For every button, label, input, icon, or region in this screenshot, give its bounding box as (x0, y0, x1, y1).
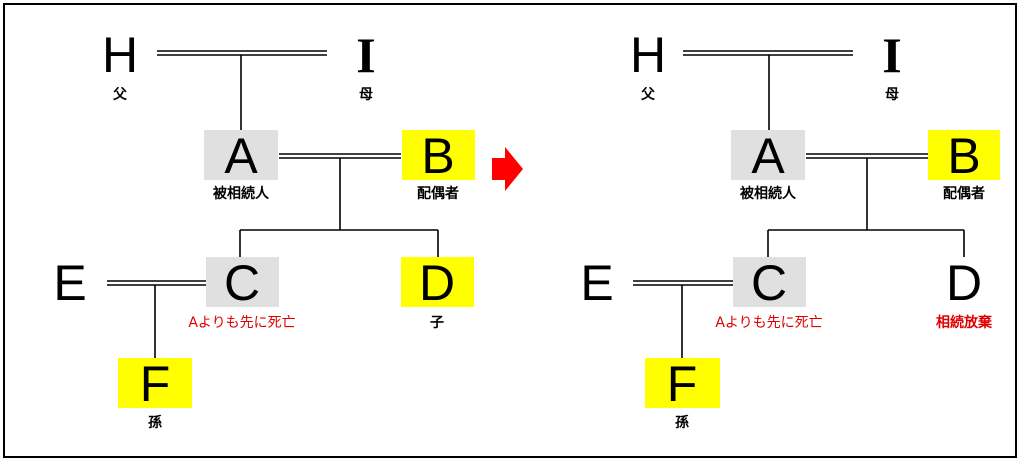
left-node-c: C (224, 255, 260, 311)
left-node-e: E (53, 255, 86, 311)
right-node-b: B (947, 128, 980, 184)
left-connector-lines (107, 50, 439, 358)
right-box-a (731, 130, 805, 180)
right-connector-lines (633, 50, 965, 358)
right-box-b (928, 130, 1000, 180)
left-node-b: B (421, 128, 454, 184)
left-label-d: 子 (430, 315, 444, 331)
left-box-c (206, 257, 279, 307)
right-label-c: Aよりも先に死亡 (715, 315, 822, 331)
right-label-i: 母 (885, 87, 899, 103)
left-label-f: 孫 (148, 414, 162, 431)
right-arrow-icon (492, 147, 523, 191)
right-node-e: E (580, 255, 613, 311)
left-node-a: A (224, 128, 258, 184)
right-node-d: D (946, 255, 982, 311)
right-family-tree: H I A B C D E F 父 母 被相続人 配偶者 Aよりも先に死亡 相続… (580, 27, 1000, 431)
right-node-f: F (667, 356, 698, 412)
left-label-i: 母 (359, 87, 373, 103)
left-node-d: D (419, 255, 455, 311)
right-label-b: 配偶者 (943, 185, 985, 202)
left-label-h: 父 (112, 87, 128, 103)
right-node-h: H (630, 27, 666, 83)
left-box-a (204, 130, 278, 180)
right-node-a: A (751, 128, 785, 184)
right-box-c (733, 257, 806, 307)
left-box-d (401, 257, 474, 307)
right-node-i: I (882, 27, 901, 83)
left-node-h: H (102, 27, 138, 83)
right-label-h: 父 (640, 87, 656, 103)
right-label-f: 孫 (675, 414, 689, 431)
left-family-tree: H I A B C D E F 父 母 被相続人 配偶者 Aよりも先に死亡 子 … (53, 27, 475, 431)
left-label-a: 被相続人 (213, 185, 270, 202)
left-label-c: Aよりも先に死亡 (188, 315, 295, 331)
left-box-b (402, 130, 475, 180)
left-label-b: 配偶者 (417, 185, 459, 202)
right-node-c: C (751, 255, 787, 311)
left-box-f (118, 358, 192, 408)
right-label-a: 被相続人 (740, 185, 797, 202)
right-box-f (645, 358, 720, 408)
left-node-f: F (140, 356, 171, 412)
left-node-i: I (356, 27, 375, 83)
right-label-d: 相続放棄 (936, 314, 993, 331)
